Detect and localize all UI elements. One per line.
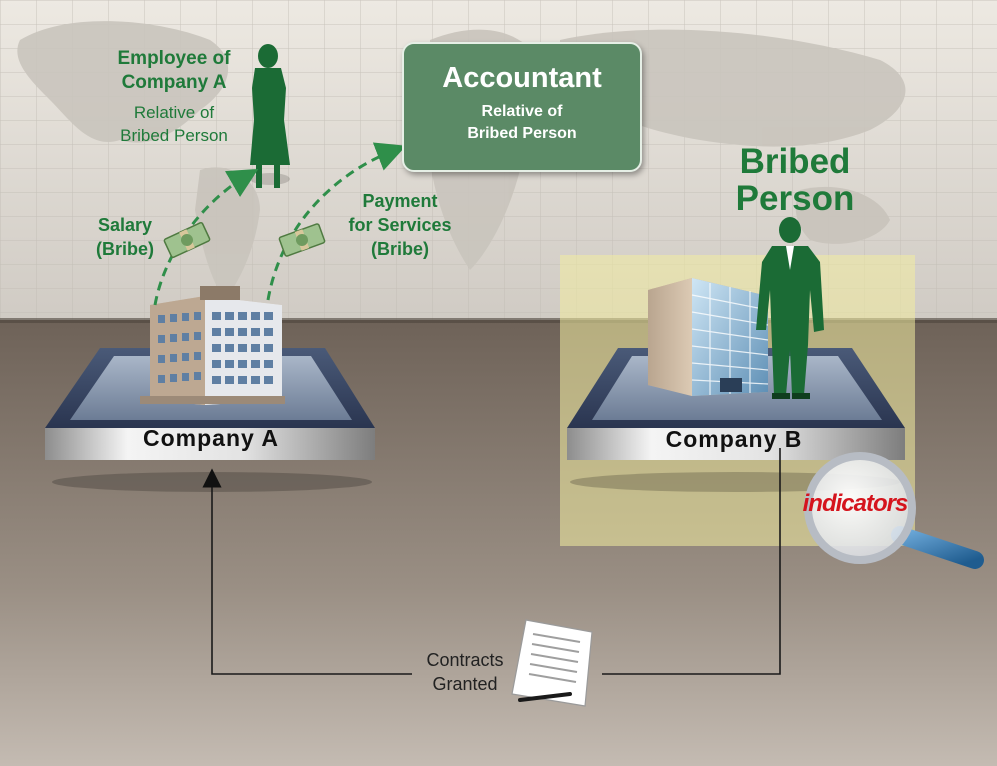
man-figure-icon <box>756 217 824 399</box>
salary-label: Salary (Bribe) <box>70 213 180 261</box>
salary-line-1: Salary <box>97 215 153 235</box>
accountant-relation-label: Relative of Bribed Person <box>402 101 642 145</box>
company-a-label: Company A <box>143 425 279 451</box>
employee-name-line-2: Company A <box>121 72 227 93</box>
payment-line-3: (Bribe) <box>371 239 429 259</box>
woman-figure-icon <box>250 44 290 188</box>
payment-label: Payment for Services (Bribe) <box>322 189 478 261</box>
payment-line-2: for Services <box>348 215 452 235</box>
bribed-person-line-2: Person <box>735 179 855 218</box>
contract-line-a <box>202 468 412 675</box>
salary-arrow <box>153 168 259 306</box>
salary-line-2: (Bribe) <box>96 239 154 259</box>
employee-relation-line-1: Relative of <box>133 103 215 122</box>
contract-document-icon <box>511 619 593 707</box>
employee-relation-label: Relative of Bribed Person <box>100 101 248 147</box>
contracts-granted-label: Contracts Granted <box>408 648 522 696</box>
contracts-line-2: Granted <box>432 674 498 694</box>
bribed-person-label: Bribed Person <box>700 143 890 217</box>
contract-line-b <box>602 448 781 675</box>
company-b-label: Company B <box>665 426 803 452</box>
employee-name-line-1: Employee of <box>117 48 231 69</box>
money-bundle-icon <box>278 223 326 257</box>
employee-relation-line-2: Bribed Person <box>120 126 228 145</box>
employee-name-label: Employee of Company A <box>100 47 248 95</box>
bribed-person-line-1: Bribed <box>739 142 851 181</box>
payment-arrow <box>266 142 407 301</box>
accountant-box <box>402 42 642 172</box>
contracts-line-1: Contracts <box>426 650 504 670</box>
payment-line-1: Payment <box>362 191 438 211</box>
accountant-relation-line-1: Relative of <box>481 103 563 120</box>
accountant-relation-line-2: Bribed Person <box>467 125 577 142</box>
horizon-line <box>0 318 997 323</box>
accountant-title: Accountant <box>442 62 602 94</box>
magnifying-glass-icon <box>804 452 984 569</box>
indicators-label: indicators <box>802 490 909 517</box>
office-building-icon <box>140 286 285 405</box>
office-building-icon <box>648 278 769 396</box>
money-bundle-icon <box>163 221 211 259</box>
pen-icon <box>518 692 572 702</box>
